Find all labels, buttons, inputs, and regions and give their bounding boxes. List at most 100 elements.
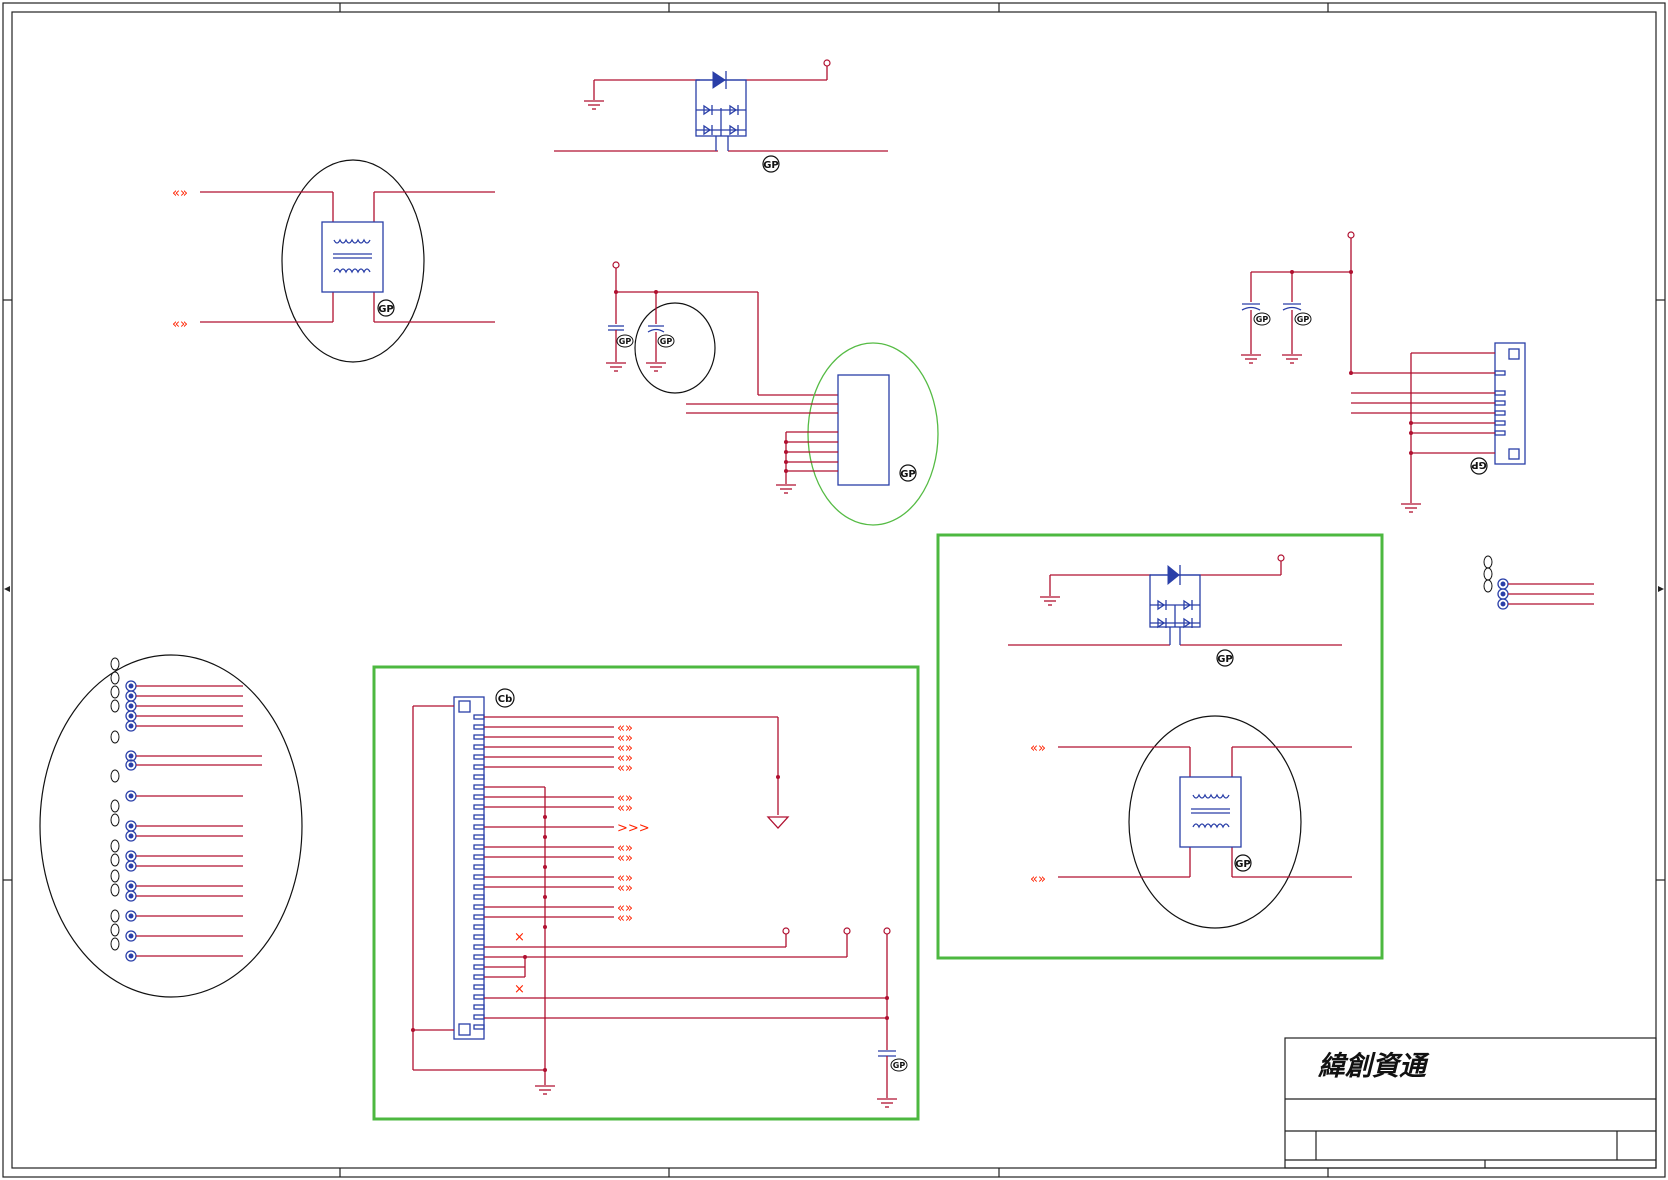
highlight-circle — [1128, 715, 1302, 929]
title-block: 緯創資通 — [1284, 1037, 1657, 1169]
ground-symbol — [535, 1085, 555, 1095]
offpage-connector: «» — [617, 841, 633, 856]
gp-badge: GP — [899, 464, 917, 482]
connector-pin — [473, 914, 485, 920]
offpage-connector: «» — [617, 871, 633, 886]
gp-badge-small: GP — [890, 1058, 908, 1072]
connector-pin — [473, 974, 485, 980]
offpage-connector: «» — [617, 741, 633, 756]
ground-symbol — [1282, 354, 1302, 364]
ground-symbol — [606, 362, 626, 372]
svg-text:×: × — [514, 930, 525, 945]
test-points-right — [1483, 555, 1594, 610]
svg-text:Cb: Cb — [498, 694, 513, 705]
gp-badge-stack — [110, 657, 120, 951]
highlight-circle-green — [807, 342, 939, 526]
offpage-connector-column: «»«»«»«»«»«»«»>>>«»«»«»«»«»«» — [484, 721, 650, 926]
ground-symbol — [1401, 503, 1421, 513]
gp-badge: GP — [1234, 854, 1252, 872]
svg-text:×: × — [514, 982, 525, 997]
gp-badge: GP — [1216, 649, 1234, 667]
connector-pin — [473, 724, 485, 730]
gp-badge-small: GP — [616, 334, 634, 348]
highlight-circle — [39, 654, 303, 998]
gp-badge-small: GP — [657, 334, 675, 348]
connector-pin — [473, 944, 485, 950]
gp-badge: Cb — [495, 688, 515, 708]
offpage-connector-in-2: «» — [1030, 872, 1046, 887]
gp-badge: GP — [1470, 457, 1488, 475]
gp-badge-small: GP — [1253, 312, 1271, 326]
power-port — [843, 927, 851, 935]
offpage-connector-in-1: «» — [1030, 741, 1046, 756]
ground-symbol — [646, 362, 666, 372]
ground-symbol — [1040, 596, 1060, 606]
power-port — [1277, 554, 1285, 562]
fpc-connector-block: Cb «»«»«»«»«»«»«»>>>«»«»«»«»«»«» × × — [372, 665, 920, 1121]
svg-text:GP: GP — [900, 469, 916, 480]
company-logo-text: 緯創資通 — [1317, 1051, 1430, 1082]
offpage-connector: «» — [617, 751, 633, 766]
gp-badge: GP — [762, 155, 780, 173]
ground-symbol — [584, 100, 604, 110]
connector-pin — [473, 864, 485, 870]
power-port — [782, 927, 790, 935]
svg-text:GP: GP — [763, 160, 779, 171]
svg-text:GP: GP — [1471, 459, 1487, 470]
connector-pin — [473, 714, 485, 720]
connector-pin — [473, 1004, 485, 1010]
power-port — [612, 261, 620, 269]
protection-block-right: GP «» «» GP — [936, 533, 1384, 960]
transformer-top-left: «» «» GP — [172, 159, 495, 363]
offpage-connector-in-1: «» — [172, 186, 188, 201]
connector-body — [1494, 342, 1526, 465]
gp-badge-stack — [1483, 555, 1493, 593]
offpage-connector: «» — [617, 851, 633, 866]
highlight-box-green — [936, 533, 1384, 960]
connector-pin — [473, 934, 485, 940]
svg-text:GP: GP — [619, 337, 632, 346]
svg-text:GP: GP — [893, 1061, 906, 1070]
power-port — [883, 927, 891, 935]
connector-pin — [473, 824, 485, 830]
svg-text:GP: GP — [1256, 315, 1269, 324]
connector-pin — [473, 894, 485, 900]
test-point-array-left — [39, 654, 303, 998]
connector-pin — [473, 904, 485, 910]
svg-text:GP: GP — [1217, 654, 1233, 665]
ic-chip — [837, 374, 890, 486]
power-port — [823, 59, 831, 67]
connector-pin — [473, 744, 485, 750]
connector-pin — [473, 984, 485, 990]
connector-pin — [473, 794, 485, 800]
gp-badge: GP — [377, 299, 395, 317]
connector-pin — [473, 774, 485, 780]
ic-block-center: GP GP — [606, 261, 939, 526]
highlight-circle — [281, 159, 425, 363]
ground-symbol — [877, 1098, 897, 1108]
ground-symbol — [1241, 354, 1261, 364]
diode-array-top: GP — [554, 59, 888, 173]
offpage-connector: «» — [617, 901, 633, 916]
connector-pin — [473, 924, 485, 930]
offpage-connector: «» — [617, 791, 633, 806]
offpage-connector: >>> — [617, 821, 650, 836]
connector-pin — [473, 854, 485, 860]
connector-pin — [473, 784, 485, 790]
connector-pin — [473, 734, 485, 740]
offpage-connector: «» — [617, 881, 633, 896]
offpage-connector: «» — [617, 801, 633, 816]
connector-body — [453, 696, 485, 1040]
connector-pin — [473, 764, 485, 770]
connector-pin — [473, 804, 485, 810]
connector-pin — [473, 754, 485, 760]
connector-pin — [473, 844, 485, 850]
transformer-icon — [1179, 776, 1242, 848]
offpage-connector-in-2: «» — [172, 317, 188, 332]
offpage-connector: «» — [617, 761, 633, 776]
connector-pin — [473, 834, 485, 840]
connector-pin — [473, 884, 485, 890]
transformer-icon — [321, 221, 384, 293]
